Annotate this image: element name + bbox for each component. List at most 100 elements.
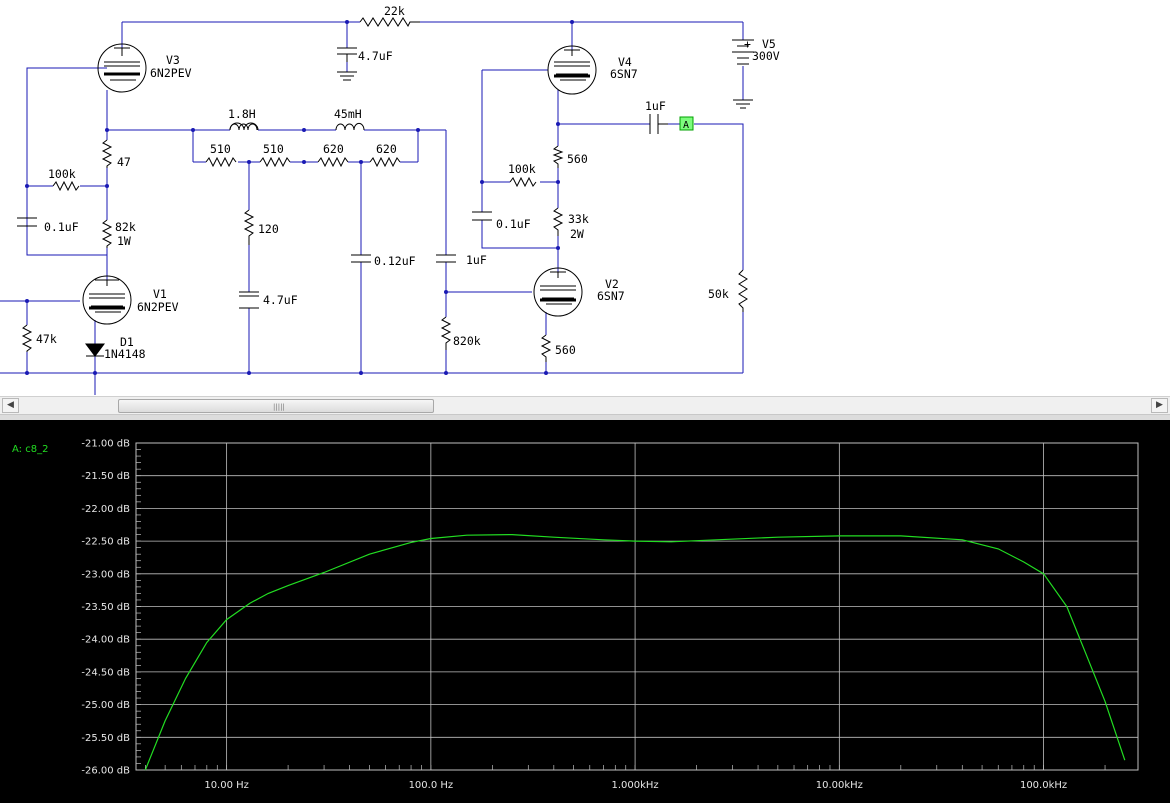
label-v4-name: V4 — [618, 55, 632, 69]
label-v1-name: V1 — [153, 287, 167, 301]
x-axis-labels: 10.00 Hz 100.0 Hz 1.000kHz 10.00kHz 100.0kHz — [204, 780, 1067, 791]
label-c-0-1uf-left: 0.1uF — [44, 220, 79, 234]
label-r-82k: 82k — [115, 220, 136, 234]
label-c-1uf-out: 1uF — [645, 99, 666, 113]
resistor-560-bottom[interactable] — [540, 334, 552, 362]
y-tick-label: -24.50 dB — [81, 667, 130, 678]
horizontal-scrollbar[interactable]: ◀ ||||| ▶ — [0, 396, 1170, 415]
resistor-560-top[interactable] — [552, 145, 564, 168]
resistor-22k[interactable] — [359, 17, 420, 28]
schematic-canvas[interactable]: 22k V3 6N2PEV 4.7uF V4 6SN7 + V5 300V 1.… — [0, 0, 1170, 396]
resistor-510b[interactable] — [259, 156, 291, 168]
probe-a-marker[interactable] — [679, 116, 694, 131]
bode-plot-pane[interactable]: A: c8_2 -21.00 dB-21.50 dB-22.00 dB-22.5… — [0, 420, 1170, 803]
capacitor-0-1uf-left[interactable] — [17, 217, 37, 227]
label-r-33k: 33k — [568, 212, 589, 226]
chevron-right-icon: ▶ — [1156, 400, 1163, 410]
diode-d1[interactable] — [85, 343, 105, 357]
resistor-82k[interactable] — [101, 219, 113, 248]
resistor-620a[interactable] — [317, 156, 349, 168]
label-v1-part: 6N2PEV — [137, 300, 179, 314]
series-group — [144, 533, 1126, 771]
label-r-510a: 510 — [210, 142, 231, 156]
label-r-820k: 820k — [453, 334, 481, 348]
label-r-82k-power: 1W — [117, 234, 131, 248]
label-r-120: 120 — [258, 222, 279, 236]
y-tick-label: -25.00 dB — [81, 700, 130, 711]
label-c-1uf-mid: 1uF — [466, 253, 487, 267]
label-v5-name: V5 — [762, 37, 776, 51]
label-r-560-top: 560 — [567, 152, 588, 166]
label-r-100k-right: 100k — [508, 162, 536, 176]
tube-v2[interactable] — [533, 267, 583, 317]
tube-v1[interactable] — [82, 275, 132, 325]
label-r-100k-left: 100k — [48, 167, 76, 181]
label-r-620a: 620 — [323, 142, 344, 156]
capacitor-1uf-out[interactable] — [649, 114, 668, 134]
capacitor-4-7uf-mid[interactable] — [239, 291, 259, 309]
y-tick-label: -22.50 dB — [81, 537, 130, 548]
label-c-0-1uf-right: 0.1uF — [496, 217, 531, 231]
label-r-620b: 620 — [376, 142, 397, 156]
capacitor-0-12uf[interactable] — [351, 254, 371, 263]
label-l-45mh: 45mH — [334, 107, 362, 121]
label-c-0-12uf: 0.12uF — [374, 254, 416, 268]
scroll-left-button[interactable]: ◀ — [2, 398, 19, 413]
y-tick-label: -26.00 dB — [81, 766, 130, 777]
junction-dots — [25, 20, 574, 375]
capacitor-1uf-mid[interactable] — [436, 254, 456, 263]
x-tick-label: 100.0kHz — [1020, 780, 1067, 791]
plot-minor-ticks — [136, 442, 1106, 771]
resistor-50k[interactable] — [738, 269, 748, 312]
label-22k: 22k — [384, 4, 405, 18]
x-tick-label: 100.0 Hz — [409, 780, 454, 791]
resistor-47k[interactable] — [21, 324, 33, 352]
y-tick-label: -24.00 dB — [81, 635, 130, 646]
label-probe-a: A — [683, 120, 689, 131]
label-r-510b: 510 — [263, 142, 284, 156]
label-d1-part: 1N4148 — [104, 347, 146, 361]
resistor-510a[interactable] — [205, 156, 237, 168]
y-tick-label: -25.50 dB — [81, 733, 130, 744]
resistor-820k[interactable] — [440, 316, 452, 350]
label-l-1-8h: 1.8H — [228, 107, 256, 121]
tube-v3[interactable] — [97, 43, 147, 93]
label-r-560-bottom: 560 — [555, 343, 576, 357]
label-c-4-7uf-mid: 4.7uF — [263, 293, 298, 307]
y-tick-label: -21.00 dB — [81, 439, 130, 450]
resistor-33k[interactable] — [552, 207, 564, 236]
trace-label[interactable]: A: c8_2 — [12, 444, 48, 455]
label-v5-value: 300V — [752, 49, 780, 63]
label-v3-part: 6N2PEV — [150, 66, 192, 80]
resistor-100k-right[interactable] — [509, 176, 537, 188]
label-v2-name: V2 — [605, 277, 619, 291]
y-tick-label: -23.50 dB — [81, 602, 130, 613]
pane-splitter[interactable] — [0, 415, 1170, 420]
x-tick-label: 10.00kHz — [816, 780, 863, 791]
label-r-47: 47 — [117, 155, 131, 169]
y-tick-label: -23.00 dB — [81, 569, 130, 580]
scroll-right-button[interactable]: ▶ — [1151, 398, 1168, 413]
scrollbar-thumb[interactable]: ||||| — [118, 399, 434, 413]
battery-v5[interactable] — [732, 39, 754, 109]
grip-icon: ||||| — [273, 403, 285, 411]
inductor-45mh[interactable] — [335, 122, 365, 131]
plot-grid — [135, 442, 1139, 771]
y-axis-labels: -21.00 dB-21.50 dB-22.00 dB-22.50 dB-23.… — [81, 439, 130, 777]
capacitor-0-1uf-right[interactable] — [472, 211, 492, 221]
label-v2-part: 6SN7 — [597, 289, 625, 303]
capacitor-4-7uf-top[interactable] — [337, 47, 357, 81]
resistor-120[interactable] — [243, 209, 255, 245]
x-tick-label: 1.000kHz — [611, 780, 658, 791]
resistor-620b[interactable] — [369, 156, 401, 168]
tube-v4[interactable] — [547, 45, 597, 95]
label-d1-name: D1 — [120, 335, 134, 349]
x-tick-label: 10.00 Hz — [204, 780, 249, 791]
label-v4-part: 6SN7 — [610, 67, 638, 81]
label-r-50k: 50k — [708, 287, 729, 301]
label-c-4-7uf-top: 4.7uF — [358, 49, 393, 63]
resistor-100k-left[interactable] — [52, 180, 80, 192]
y-tick-label: -21.50 dB — [81, 471, 130, 482]
series-line-c8_2 — [144, 533, 1126, 771]
resistor-47[interactable] — [101, 139, 113, 168]
